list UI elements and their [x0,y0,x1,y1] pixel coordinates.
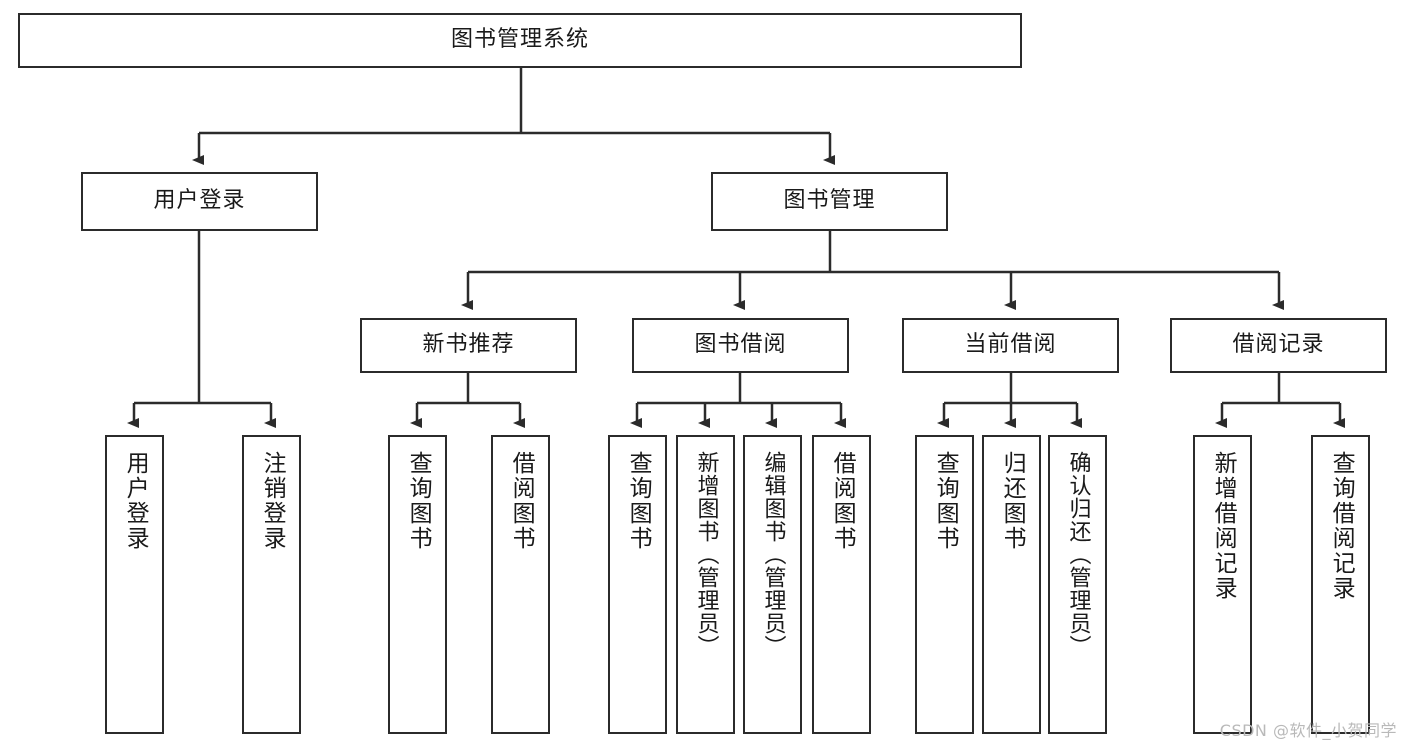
leaf-query-book-newbook[interactable]: 查询图书 [388,435,447,734]
node-label: 图书借阅 [694,332,787,358]
node-label: 借阅图书 [829,451,856,551]
node-label: 新增借阅记录 [1210,451,1237,601]
leaf-edit-book-admin[interactable]: 编辑图书（管理员） [743,435,802,734]
node-label: 图书管理系统 [450,27,589,53]
node-label: 归还图书 [999,451,1026,551]
leaf-borrow-book-borrow[interactable]: 借阅图书 [812,435,871,734]
node-label: 借阅图书 [508,451,535,551]
node-label: 注销登录 [259,451,286,551]
leaf-return-book[interactable]: 归还图书 [982,435,1041,734]
leaf-confirm-return-admin[interactable]: 确认归还（管理员） [1048,435,1107,734]
node-label: 用户登录 [122,451,149,551]
node-book-borrow[interactable]: 图书借阅 [632,318,849,373]
node-label: 确认归还（管理员） [1065,451,1091,658]
leaf-borrow-book-newbook[interactable]: 借阅图书 [491,435,550,734]
leaf-user-login[interactable]: 用户登录 [105,435,164,734]
node-current-borrow[interactable]: 当前借阅 [902,318,1119,373]
node-label: 用户登录 [153,188,246,214]
node-borrow-record[interactable]: 借阅记录 [1170,318,1387,373]
node-label: 图书管理 [783,188,876,214]
node-label: 查询图书 [405,451,432,551]
csdn-watermark: CSDN @软件_小贺同学 [1219,721,1397,740]
leaf-add-book-admin[interactable]: 新增图书（管理员） [676,435,735,734]
node-label: 当前借阅 [964,332,1057,358]
node-new-book-recommend[interactable]: 新书推荐 [360,318,577,373]
leaf-query-book-current[interactable]: 查询图书 [915,435,974,734]
leaf-query-book-borrow[interactable]: 查询图书 [608,435,667,734]
node-label: 查询借阅记录 [1328,451,1355,601]
node-book-manage[interactable]: 图书管理 [711,172,948,231]
node-label: 查询图书 [625,451,652,551]
node-root-system[interactable]: 图书管理系统 [18,13,1022,68]
node-user-login[interactable]: 用户登录 [81,172,318,231]
node-label: 新书推荐 [422,332,515,358]
leaf-add-borrow-record[interactable]: 新增借阅记录 [1193,435,1252,734]
node-label: 查询图书 [932,451,959,551]
node-label: 借阅记录 [1232,332,1325,358]
leaf-query-borrow-record[interactable]: 查询借阅记录 [1311,435,1370,734]
node-label: 编辑图书（管理员） [760,451,786,658]
leaf-logout[interactable]: 注销登录 [242,435,301,734]
node-label: 新增图书（管理员） [693,451,719,658]
